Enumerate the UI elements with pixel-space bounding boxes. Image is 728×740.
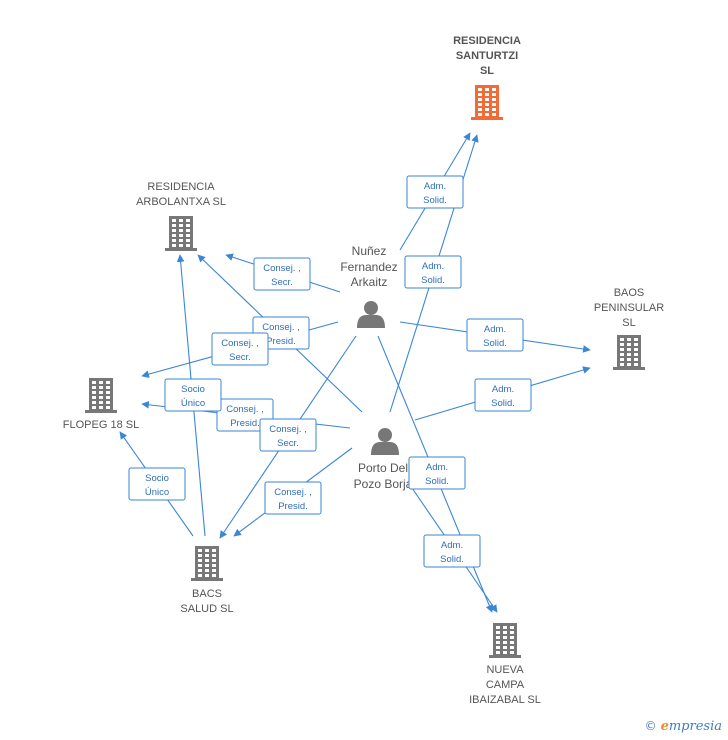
node-label-nunez: Fernandez: [340, 260, 397, 274]
edge-label-line: Adm.: [492, 384, 514, 395]
node-label-residencia_santurtzi: SANTURTZI: [456, 50, 518, 62]
node-label-residencia_arbolantxa: ARBOLANTXA SL: [136, 196, 226, 208]
node-label-flopeg18: FLOPEG 18 SL: [63, 419, 139, 431]
edge-label-line: Presid.: [278, 501, 308, 512]
edge-labels-layer: Adm.Solid.Adm.Solid.Consej. ,Secr.Consej…: [128, 175, 532, 568]
edge-label-line: Adm.: [422, 261, 444, 272]
brand-name: mpresia: [668, 719, 722, 734]
node-label-nueva_campa: IBAIZABAL SL: [469, 694, 541, 706]
edge-label-line: Consej. ,: [274, 487, 312, 498]
edge-label-line: Socio: [181, 384, 205, 395]
edge-label-porto-to-nueva_campa[interactable]: Adm. Solid.: [423, 534, 481, 568]
edge-label-nunez-to-baos_peninsular[interactable]: Adm. Solid.: [466, 318, 524, 352]
building-icon[interactable]: [85, 378, 117, 413]
edge-label-nunez-to-flopeg18[interactable]: Consej. , Secr.: [211, 332, 269, 366]
building-icon[interactable]: [471, 85, 503, 120]
edge-label-porto-to-flopeg18[interactable]: Consej. , Presid.: [216, 398, 274, 432]
edge-label-nunez-to-nueva_campa[interactable]: Adm. Solid.: [408, 456, 466, 490]
edge-label-line: Consej. ,: [263, 263, 301, 274]
edge-label-line: Solid.: [425, 476, 449, 487]
person-icon[interactable]: [371, 428, 399, 455]
edge-label-line: Solid.: [491, 398, 515, 409]
copyright-symbol: ©: [644, 719, 657, 733]
edge-label-line: Único: [181, 398, 205, 409]
node-label-bacs_salud: SALUD SL: [180, 603, 233, 615]
edge-label-line: Adm.: [484, 324, 506, 335]
edge-label-porto-to-baos_peninsular[interactable]: Adm. Solid.: [474, 378, 532, 412]
building-icon[interactable]: [165, 216, 197, 251]
nodes-layer: RESIDENCIA SANTURTZI SL RESIDENCIA ARBOLANTX…: [63, 35, 664, 706]
edge-label-line: Solid.: [421, 275, 445, 286]
edge-label-line: Solid.: [440, 554, 464, 565]
edge-label-line: Adm.: [426, 462, 448, 473]
edge-label-line: Consej. ,: [226, 404, 264, 415]
edge-label-line: Presid.: [230, 418, 260, 429]
building-icon[interactable]: [613, 335, 645, 370]
edge-label-line: Presid.: [266, 336, 296, 347]
node-label-baos_peninsular: SL: [622, 317, 635, 329]
edge-label-line: Solid.: [483, 338, 507, 349]
footer-brand[interactable]: ©empresia: [645, 719, 722, 734]
node-label-residencia_santurtzi: RESIDENCIA: [453, 35, 521, 47]
brand-first-letter: e: [660, 719, 669, 734]
person-icon[interactable]: [357, 301, 385, 328]
node-label-nunez: Arkaitz: [351, 275, 388, 289]
edge-label-line: Secr.: [271, 277, 293, 288]
edge-label-nunez-to-residencia_santurtzi[interactable]: Adm. Solid.: [406, 175, 464, 209]
node-label-baos_peninsular: BAOS: [614, 287, 645, 299]
node-label-baos_peninsular: PENINSULAR: [594, 302, 664, 314]
building-icon[interactable]: [191, 546, 223, 581]
edge-label-line: Adm.: [424, 181, 446, 192]
edge-label-line: Único: [145, 487, 169, 498]
node-label-residencia_arbolantxa: RESIDENCIA: [147, 181, 215, 193]
edge-label-line: Consej. ,: [262, 322, 300, 333]
node-label-porto: Porto Del: [358, 461, 408, 475]
edge-label-nunez-to-residencia_arbolantxa[interactable]: Consej. , Secr.: [253, 257, 311, 291]
edge-label-nunez-to-bacs_salud[interactable]: Consej. , Secr.: [259, 418, 317, 452]
edge-label-line: Secr.: [277, 438, 299, 449]
node-label-nueva_campa: CAMPA: [486, 679, 525, 691]
edge-label-line: Consej. ,: [221, 338, 259, 349]
node-label-residencia_santurtzi: SL: [480, 65, 494, 77]
edge-label-porto-to-bacs_salud[interactable]: Consej. , Presid.: [264, 481, 322, 515]
edge-label-line: Adm.: [441, 540, 463, 551]
edge-label-line: Consej. ,: [269, 424, 307, 435]
building-icon[interactable]: [489, 623, 521, 658]
node-label-nueva_campa: NUEVA: [486, 664, 524, 676]
node-label-porto: Pozo Borja: [354, 477, 413, 491]
edge-label-line: Secr.: [229, 352, 251, 363]
edge-label-line: Solid.: [423, 195, 447, 206]
edge-label-porto-to-residencia_santurtzi[interactable]: Adm. Solid.: [404, 255, 462, 289]
node-label-bacs_salud: BACS: [192, 588, 222, 600]
node-label-nunez: Nuñez: [352, 244, 387, 258]
edge-label-line: Socio: [145, 473, 169, 484]
